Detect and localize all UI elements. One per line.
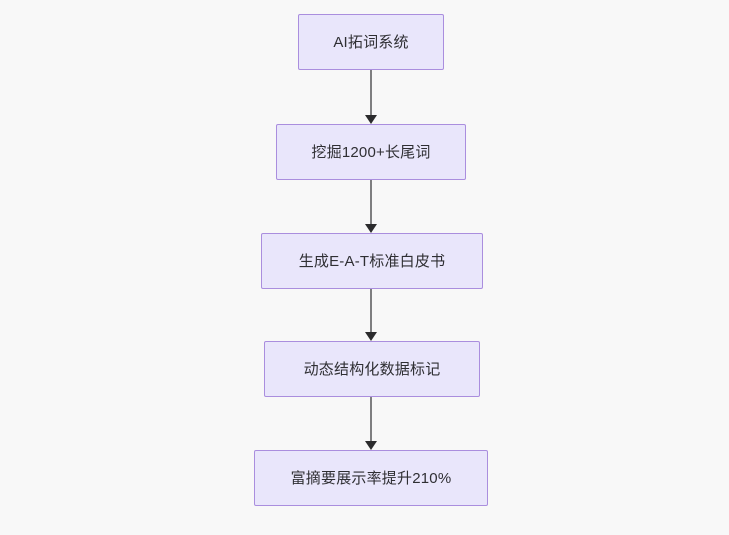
arrow-line — [370, 397, 372, 442]
flow-node-label: 生成E-A-T标准白皮书 — [298, 252, 446, 270]
arrow-head-down-icon — [365, 332, 377, 341]
flow-node-label: 动态结构化数据标记 — [303, 360, 441, 378]
flow-node-generate-eat-whitepaper[interactable]: 生成E-A-T标准白皮书 — [261, 233, 483, 289]
flow-node-mine-longtail-keywords[interactable]: 挖掘1200+长尾词 — [276, 124, 466, 180]
arrow-line — [370, 289, 372, 333]
flow-node-dynamic-structured-data-markup[interactable]: 动态结构化数据标记 — [264, 341, 480, 397]
arrow-line — [370, 180, 372, 225]
arrow-head-down-icon — [365, 224, 377, 233]
flow-node-label: 挖掘1200+长尾词 — [311, 143, 431, 161]
flow-arrow-connector — [359, 180, 383, 233]
flow-node-rich-snippet-impression-uplift[interactable]: 富摘要展示率提升210% — [254, 450, 488, 506]
arrow-head-down-icon — [365, 115, 377, 124]
flow-node-label: 富摘要展示率提升210% — [290, 469, 452, 487]
arrow-line — [370, 70, 372, 116]
flow-arrow-connector — [359, 289, 383, 341]
flow-node-label: AI拓词系统 — [333, 33, 409, 51]
arrow-head-down-icon — [365, 441, 377, 450]
flow-arrow-connector — [359, 397, 383, 450]
flow-node-ai-keyword-system[interactable]: AI拓词系统 — [298, 14, 444, 70]
flow-arrow-connector — [359, 70, 383, 124]
